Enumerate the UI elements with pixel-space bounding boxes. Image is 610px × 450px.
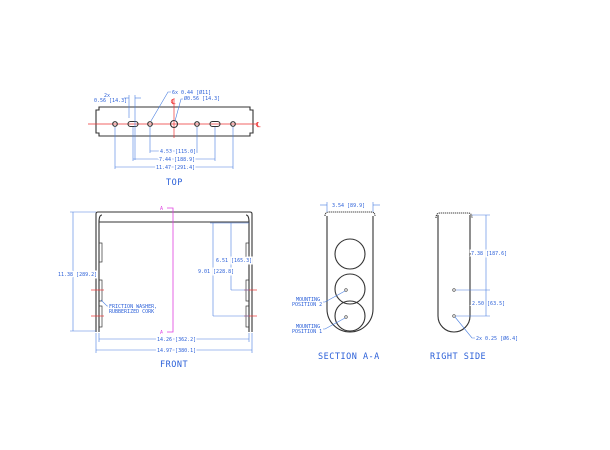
- hole-note: 6x 0.44 [Ø11]: [172, 89, 211, 96]
- top-plate-outline: [95, 106, 254, 137]
- dim-outer-width: 14.97 [380.1]: [157, 348, 196, 354]
- section-marker-bottom: A: [160, 330, 163, 336]
- hole: [230, 121, 236, 127]
- center-hole-note: Ø0.56 [14.3]: [184, 95, 220, 102]
- mount-hole: [452, 288, 456, 292]
- position-2-label-1: MOUNTING: [296, 297, 320, 303]
- front-outline: [95, 211, 253, 332]
- mounting-position-1: [334, 300, 366, 332]
- section-view-title: SECTION A-A: [318, 352, 380, 362]
- hole: [112, 121, 118, 127]
- hole-note: 2x 0.25 [Ø6.4]: [476, 335, 518, 342]
- top-view-title: TOP: [166, 178, 183, 188]
- side-pads: [98, 242, 250, 328]
- dim-inner-width: 14.26 [362.2]: [157, 337, 196, 343]
- dim-slots: 7.44 [188.9]: [159, 157, 195, 163]
- section-view: 3.54 [89.9] MOUNTING POSITION 2 MOUNTING…: [292, 202, 380, 362]
- mounting-position-2: [334, 273, 366, 305]
- right-side-title: RIGHT SIDE: [430, 352, 486, 362]
- mount-hole: [452, 314, 456, 318]
- front-view-title: FRONT: [160, 360, 188, 370]
- dim-inner: 4.53 [115.0]: [160, 149, 196, 155]
- position-1-label-2: POSITION 1: [292, 329, 322, 335]
- section-outline: [326, 216, 374, 333]
- position-1-label-1: MOUNTING: [296, 324, 320, 330]
- dim-height: 11.38 [289.2]: [58, 272, 97, 278]
- section-line-a-a: [167, 207, 174, 333]
- dim-upper-position: 6.51 [165.3]: [216, 258, 252, 264]
- centerline-symbol-right: ℄: [255, 121, 261, 129]
- friction-washer-note-1: FRICTION WASHER,: [109, 304, 157, 310]
- section-marker-top: A: [160, 206, 163, 212]
- hole: [147, 121, 153, 127]
- top-view: ℄ ℄ 2x 0.56 [14.3] 6x 0.44 [Ø11] Ø0.56 […: [88, 89, 261, 188]
- centerline-symbol-top: ℄: [170, 98, 176, 106]
- hole: [194, 121, 200, 127]
- center-hole: [169, 119, 179, 129]
- front-view: A A 11.38 [289.2] 6.51 [165.3] 9.01 [228…: [57, 206, 257, 370]
- slot-note-dim: 0.56 [14.3]: [94, 98, 127, 104]
- dim-lower-position: 9.01 [228.8]: [198, 269, 234, 275]
- dim-spacing: 2.50 [63.5]: [472, 301, 505, 307]
- slot: [209, 120, 221, 128]
- dim-section-width: 3.54 [89.9]: [332, 203, 365, 209]
- right-side-outline: [437, 215, 471, 333]
- friction-washer-note-2: RUBBERIZED CORK: [109, 309, 154, 315]
- right-side-view: 7.38 [187.6] 2.50 [63.5] 2x 0.25 [Ø6.4] …: [430, 212, 518, 362]
- dim-outer: 11.47 [291.4]: [156, 165, 195, 171]
- slot-note-qty: 2x: [104, 93, 110, 99]
- dim-upper: 7.38 [187.6]: [471, 251, 507, 257]
- slot: [127, 120, 139, 128]
- mounting-opening: [334, 238, 366, 270]
- position-2-label-2: POSITION 2: [292, 302, 322, 308]
